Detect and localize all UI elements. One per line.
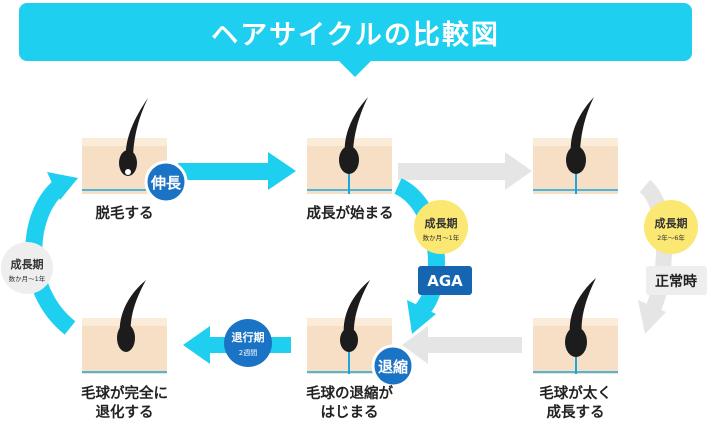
- stage-5-line2: はじまる: [320, 405, 379, 421]
- normal-label: 正常時: [655, 273, 697, 290]
- title-banner: ヘアサイクルの比較図: [19, 3, 692, 61]
- stage-caption-5: 毛球の退縮が はじまる: [287, 385, 412, 423]
- stage-4-line2: 退化する: [95, 405, 154, 421]
- extend-label: 伸長: [150, 174, 182, 192]
- growth-phase-normal: 成長期 2年〜6年: [644, 200, 698, 254]
- regress-sub: 2週間: [239, 348, 257, 357]
- regress-title: 退行期: [232, 330, 265, 344]
- gray-arrow-bottom: [402, 326, 522, 364]
- growth-phase-left: 成長期 数か月〜1年: [1, 242, 53, 294]
- page-title: ヘアサイクルの比較図: [211, 19, 500, 51]
- growth-left-title: 成長期: [11, 257, 44, 271]
- aga-box: AGA: [418, 266, 472, 295]
- extend-badge: 伸長: [144, 160, 188, 204]
- hair-icon: [119, 98, 148, 176]
- skin-tile-2: [307, 97, 392, 194]
- stage-caption-4: 毛球が完全に 退化する: [62, 385, 187, 423]
- hair-icon: [339, 97, 368, 174]
- stage-1-text: 脱毛する: [95, 206, 154, 222]
- hair-icon: [565, 278, 596, 357]
- stage-4-line1: 毛球が完全に: [81, 386, 168, 402]
- growth-phase-aga: 成長期 数か月〜1年: [414, 200, 468, 254]
- stage-5-line1: 毛球の退縮が: [306, 386, 393, 402]
- shrink-label: 退縮: [378, 358, 408, 376]
- skin-tile-4: [82, 280, 167, 374]
- hair-icon: [340, 280, 370, 352]
- cyan-arrow-extend: [178, 152, 296, 190]
- stage-caption-1: 脱毛する: [82, 205, 167, 224]
- growth-left-sub: 数か月〜1年: [9, 274, 46, 283]
- gray-arrow-top: [398, 152, 532, 190]
- growth-normal-sub: 2年〜6年: [657, 233, 685, 242]
- growth-aga-sub: 数か月〜1年: [423, 233, 460, 242]
- skin-tile-6: [533, 278, 618, 374]
- stage-caption-6: 毛球が太く 成長する: [513, 385, 638, 423]
- title-pointer: [338, 60, 372, 77]
- hair-icon: [566, 97, 594, 174]
- growth-aga-title: 成長期: [425, 216, 458, 230]
- stage-6-line1: 毛球が太く: [539, 386, 612, 402]
- normal-box: 正常時: [646, 266, 707, 295]
- stage-caption-2: 成長が始まる: [290, 205, 410, 224]
- stage-2-text: 成長が始まる: [306, 206, 394, 222]
- shrink-badge: 退縮: [371, 344, 415, 388]
- hair-icon: [117, 280, 146, 352]
- growth-normal-title: 成長期: [655, 216, 688, 230]
- stage-6-line2: 成長する: [546, 405, 605, 421]
- regress-phase-badge: 退行期 2週間: [224, 319, 272, 367]
- skin-tile-3: [533, 97, 618, 194]
- aga-label: AGA: [427, 272, 463, 290]
- cyan-arrow-aga-head: [407, 300, 436, 334]
- gray-arrow-right-head: [638, 300, 666, 334]
- cyan-arrow-left-head: [47, 172, 78, 200]
